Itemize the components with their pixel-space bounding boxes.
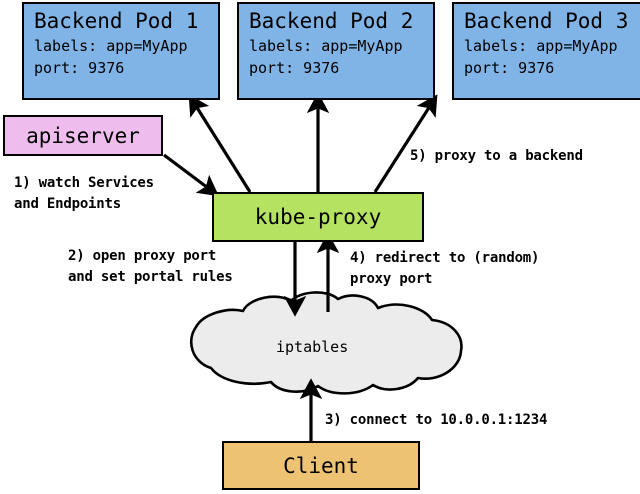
edge-label-redirect: 4) redirect to (random) proxy port xyxy=(350,250,540,287)
edge-label-proxy-backend: 5) proxy to a backend xyxy=(410,148,583,164)
iptables-cloud-shape xyxy=(190,291,463,395)
backend-pod-2-labels: labels: app=MyApp xyxy=(249,37,403,55)
kube-proxy-node[interactable]: kube-proxy xyxy=(212,192,424,242)
backend-pod-3-labels: labels: app=MyApp xyxy=(464,37,618,55)
backend-pod-3-title: Backend Pod 3 xyxy=(464,9,629,33)
backend-pod-3-port: port: 9376 xyxy=(464,59,555,77)
backend-pod-1-labels: labels: app=MyApp xyxy=(34,37,188,55)
backend-pod-1-port: port: 9376 xyxy=(34,59,125,77)
arrow-kubeproxy-to-pod1 xyxy=(188,94,252,193)
arrow-apiserver-to-kubeproxy xyxy=(163,153,220,197)
client-node[interactable]: Client xyxy=(222,441,420,490)
apiserver-label: apiserver xyxy=(26,123,140,148)
apiserver-node[interactable]: apiserver xyxy=(3,115,163,156)
client-label: Client xyxy=(283,453,359,478)
backend-pod-3[interactable]: Backend Pod 3 labels: app=MyApp port: 93… xyxy=(452,2,640,100)
backend-pod-2[interactable]: Backend Pod 2 labels: app=MyApp port: 93… xyxy=(237,2,435,100)
kube-proxy-label: kube-proxy xyxy=(254,205,382,229)
edge-label-watch-services: 1) watch Services and Endpoints xyxy=(14,175,154,212)
backend-pod-2-title: Backend Pod 2 xyxy=(249,9,414,33)
edge-label-open-proxy-port: 2) open proxy port and set portal rules xyxy=(68,248,233,285)
backend-pod-1-title: Backend Pod 1 xyxy=(34,9,199,33)
backend-pod-1[interactable]: Backend Pod 1 labels: app=MyApp port: 93… xyxy=(22,2,220,100)
edge-label-connect: 3) connect to 10.0.0.1:1234 xyxy=(325,412,548,428)
arrow-kubeproxy-to-pod3 xyxy=(373,94,438,193)
backend-pod-2-port: port: 9376 xyxy=(249,59,340,77)
iptables-label: iptables xyxy=(276,338,349,356)
